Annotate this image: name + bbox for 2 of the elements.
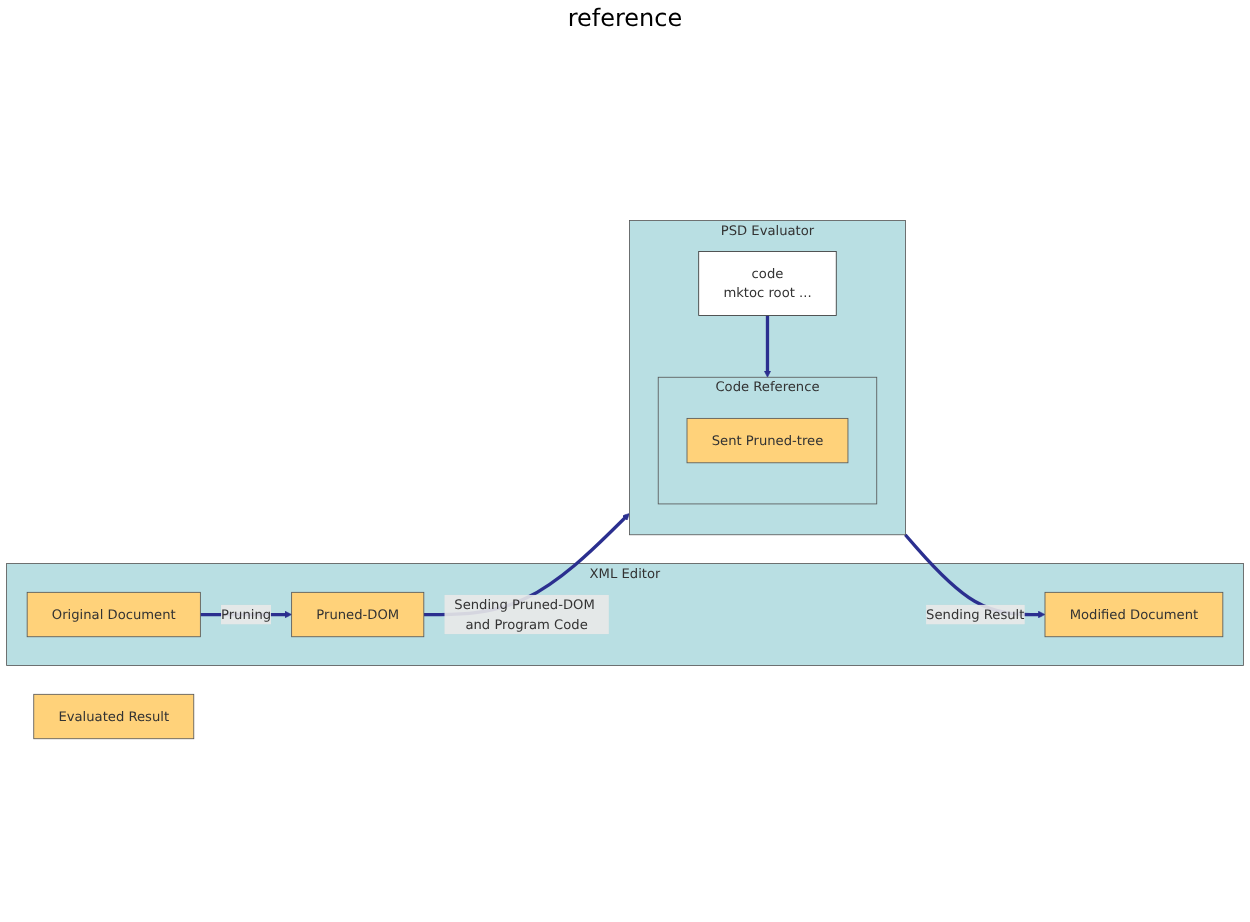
- arrow: [763, 314, 772, 377]
- note-label: reference: [567, 4, 683, 32]
